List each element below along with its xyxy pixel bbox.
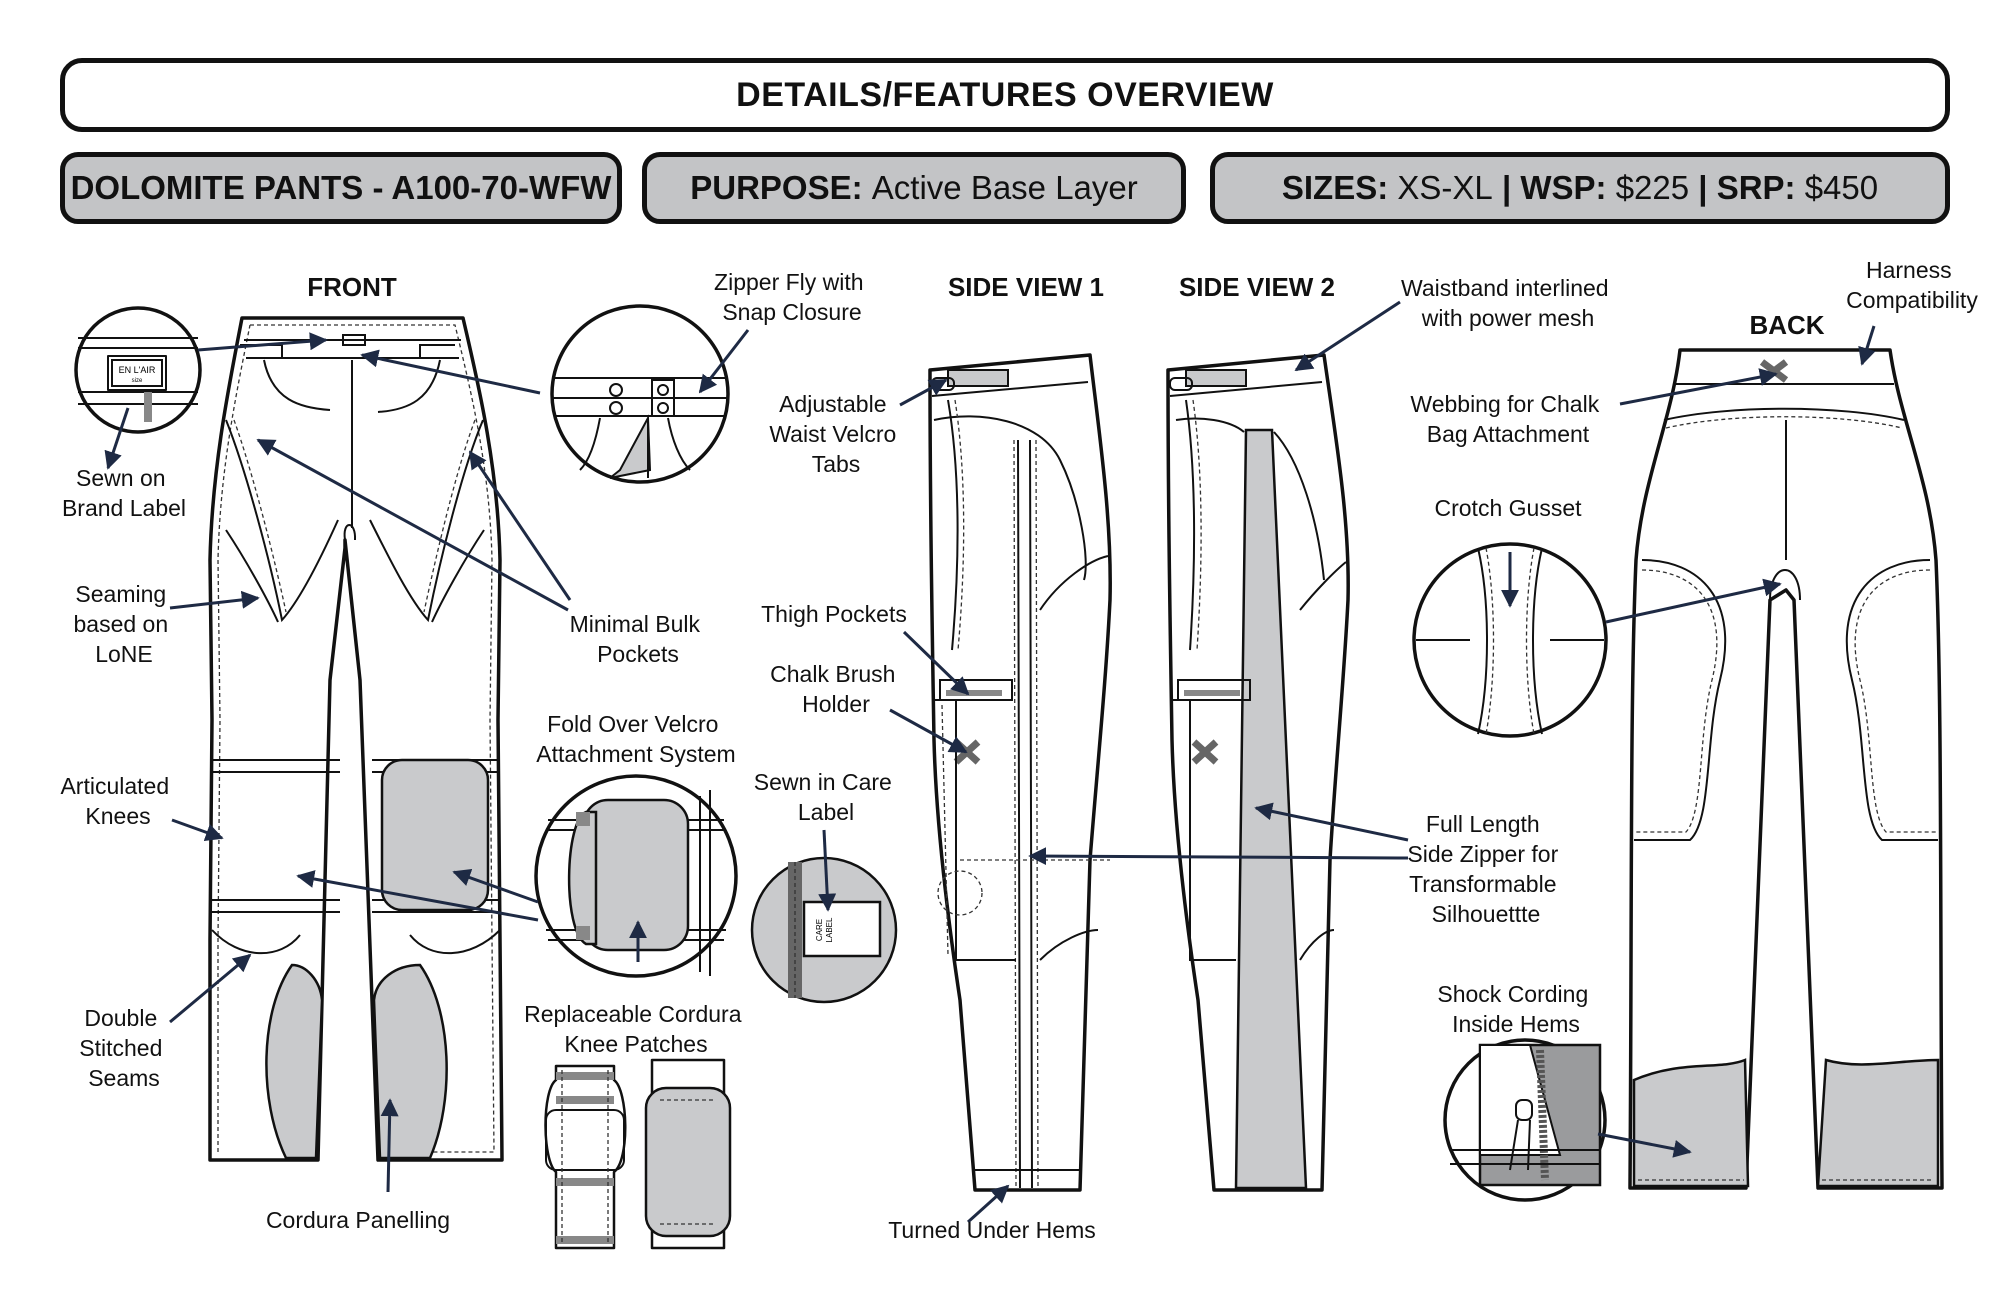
srp-label: SRP: <box>1716 169 1796 206</box>
side-view-1-pants <box>928 353 1112 1192</box>
callout-turned-under-hems: Turned Under Hems <box>888 1217 1096 1243</box>
callout-waistband: Waistband interlined with power mesh <box>1401 275 1615 331</box>
callout-cordura-panelling: Cordura Panelling <box>266 1207 450 1233</box>
callout-fold-over-velcro: Fold Over Velcro Attachment System <box>536 711 735 767</box>
callout-double-stitched: Double Stitched Seams <box>79 1005 169 1091</box>
callout-articulated-knees: Articulated Knees <box>60 773 175 829</box>
product-info-box: DOLOMITE PANTS - A100-70-WFW <box>60 152 622 224</box>
callout-thigh-pockets: Thigh Pockets <box>761 601 907 627</box>
back-pants <box>1628 348 1944 1190</box>
front-knee-patch <box>380 758 490 912</box>
sizes-value: XS-XL <box>1397 169 1493 206</box>
velcro-fold-detail <box>534 774 738 978</box>
callout-arrows <box>104 300 1876 1224</box>
callout-chalk-brush: Chalk Brush Holder <box>770 661 902 717</box>
sizes-label: SIZES: <box>1281 169 1389 206</box>
side-view-1-title: SIDE VIEW 1 <box>948 272 1104 302</box>
replaceable-knee-patches <box>544 1058 732 1250</box>
srp-value: $450 <box>1804 169 1879 206</box>
care-label-text: CARE <box>815 919 824 941</box>
separator: | <box>1501 169 1512 206</box>
wsp-value: $225 <box>1615 169 1690 206</box>
back-view-title: BACK <box>1749 310 1824 340</box>
care-label-text: LABEL <box>825 917 834 942</box>
callout-zipper-fly: Zipper Fly with Snap Closure <box>714 269 870 325</box>
callout-harness: Harness Compatibility <box>1846 257 1978 313</box>
callout-crotch-gusset: Crotch Gusset <box>1435 495 1583 521</box>
side-view-2-pants <box>1166 353 1350 1192</box>
callout-labels: Zipper Fly with Snap Closure Sewn on Bra… <box>60 257 1978 1243</box>
brand-label-size: size <box>132 378 143 384</box>
callout-sewn-care-label: Sewn in Care Label <box>754 769 898 825</box>
pricing-info-box: SIZES: XS-XL | WSP: $225 | SRP: $450 <box>1210 152 1950 224</box>
purpose-value: Active Base Layer <box>871 169 1138 206</box>
page-title: DETAILS/FEATURES OVERVIEW <box>60 58 1950 132</box>
product-name: DOLOMITE PANTS - A100-70-WFW <box>70 169 612 206</box>
callout-replaceable-patches: Replaceable Cordura Knee Patches <box>524 1001 748 1057</box>
front-pants <box>208 316 504 1162</box>
wsp-label: WSP: <box>1520 169 1607 206</box>
side-view-2-title: SIDE VIEW 2 <box>1179 272 1335 302</box>
callout-seaming: Seaming based on LoNE <box>73 581 174 667</box>
brand-label-detail: EN L'AIR size <box>74 306 202 434</box>
callout-shock-cording: Shock Cording Inside Hems <box>1437 981 1594 1037</box>
zipper-fly-detail <box>550 304 730 484</box>
brand-label-text: EN L'AIR <box>119 365 156 375</box>
care-label-detail: CARE LABEL <box>750 856 898 1004</box>
callout-adjustable-waist: Adjustable Waist Velcro Tabs <box>769 391 902 477</box>
purpose-info-box: PURPOSE: Active Base Layer <box>642 152 1186 224</box>
callout-webbing: Webbing for Chalk Bag Attachment <box>1410 391 1605 447</box>
shock-cording-detail <box>1443 1038 1607 1202</box>
callout-full-length-zipper: Full Length Side Zipper for Transformabl… <box>1407 811 1564 927</box>
front-view-title: FRONT <box>307 272 397 302</box>
purpose-label: PURPOSE: <box>690 169 863 206</box>
callout-sewn-brand-label: Sewn on Brand Label <box>62 465 186 521</box>
separator: | <box>1698 169 1708 206</box>
callout-minimal-bulk-pockets: Minimal Bulk Pockets <box>570 611 707 667</box>
crotch-gusset-detail <box>1412 542 1608 738</box>
